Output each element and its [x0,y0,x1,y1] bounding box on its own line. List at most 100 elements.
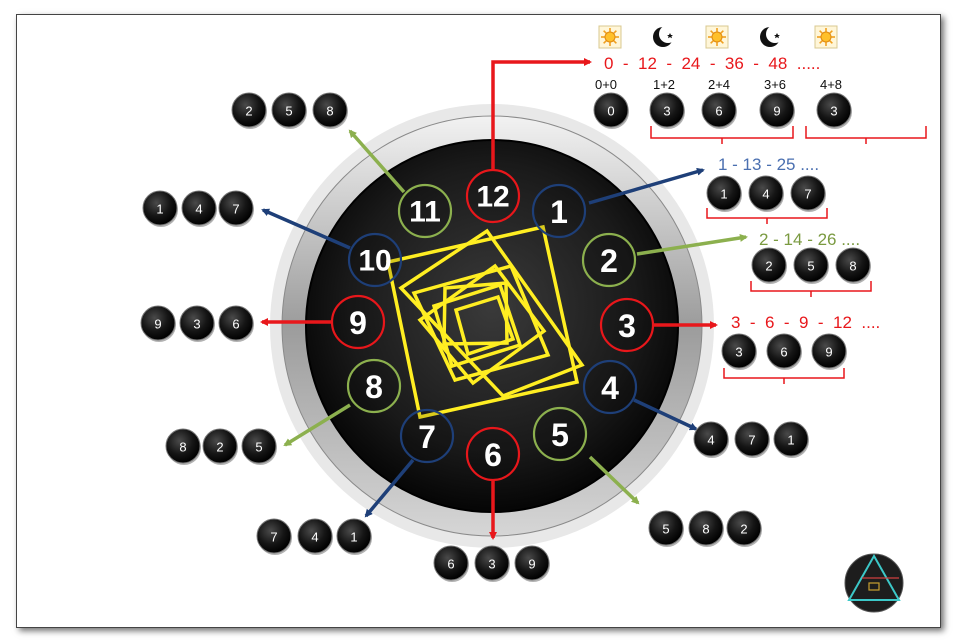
number-ball: 7 [256,518,292,555]
clock-number-12: 12 [465,168,521,224]
sequence-red-3: 3 - 6 - 9 - 12 .... [731,313,880,332]
number-ball: 8 [165,428,201,465]
ball-label: 5 [285,104,292,119]
sum-label: 2+4 [708,77,730,92]
arrow-11 [348,129,406,194]
sequence-red-12: 0 - 12 - 24 - 36 - 48 ..... [604,54,820,73]
sun-icon [598,25,622,49]
number-ball: 3 [474,545,510,582]
clock-number-label: 11 [409,196,441,229]
ball-label: 1 [787,433,794,448]
ball-label: 3 [488,557,495,572]
bracket-3 [706,208,828,224]
number-ball: 3 [179,305,215,342]
sum-label: 1+2 [653,77,675,92]
ball-label: 2 [765,259,772,274]
ball-label: 9 [528,557,535,572]
yellow-spiral-squares [385,224,585,420]
bracket-4 [750,281,872,297]
sequences: 0 - 12 - 24 - 36 - 48 ..... 1 - 13 - 25 … [604,54,880,332]
number-ball: 9 [811,333,847,370]
bracket-2 [805,126,927,144]
ball-group-3: 3 6 9 [721,333,847,370]
number-ball: 4 [297,518,333,555]
spiral-square-4 [417,263,547,386]
number-ball: 5 [648,510,684,547]
ball-label: 6 [780,345,787,360]
ball-label: 9 [773,104,780,119]
sun-icon [814,25,838,49]
clock-number-label: 12 [476,181,509,214]
clock-number-6: 6 [465,426,521,482]
ball-group-1: 1 4 7 [706,175,826,212]
arrow-5 [588,455,640,505]
arrow-10 [261,208,351,250]
number-ball: 2 [751,247,787,284]
clock-number-5: 5 [532,406,588,462]
clock-number-9: 9 [330,294,386,350]
number-ball: 6 [218,305,254,342]
clock-number-4: 4 [582,359,638,415]
corner-logo [844,553,904,613]
clock-number-label: 1 [550,194,568,230]
ball-label: 5 [807,259,814,274]
number-ball: 4 [748,175,784,212]
clock-number-1: 1 [531,183,587,239]
clock-number-label: 3 [618,308,636,344]
number-ball: 0 [593,92,629,129]
clock-number-label: 8 [365,369,383,405]
ball-label: 3 [830,104,837,119]
number-ball: 6 [701,92,737,129]
number-ball: 7 [790,175,826,212]
ball-label: 3 [735,345,742,360]
number-ball: 5 [241,428,277,465]
bracket-5 [723,368,845,384]
number-ball: 1 [336,518,372,555]
ball-label: 1 [720,187,727,202]
number-ball: 2 [726,510,762,547]
arrow-8 [283,403,351,447]
sequence-blue-1: 1 - 13 - 25 .... [718,155,819,174]
number-ball: 9 [140,305,176,342]
spiral-square-6 [442,281,509,346]
number-ball: 9 [759,92,795,129]
spiral-square-3 [411,263,551,383]
number-ball: 7 [734,421,770,458]
clock-number-label: 5 [551,417,569,453]
arrow-12 [491,58,592,170]
ball-label: 4 [195,202,202,217]
ball-label: 7 [804,187,811,202]
bracket-1 [650,126,794,144]
ball-label: 7 [232,202,239,217]
spiral-square-7 [453,294,516,357]
number-ball: 2 [231,92,267,129]
ball-label: 1 [350,530,357,545]
clock-number-2: 2 [581,232,637,288]
spiral-square-5 [431,282,523,369]
clock-number-3: 3 [599,297,655,353]
number-ball: 8 [312,92,348,129]
ball-label: 2 [740,522,747,537]
ball-label: 6 [715,104,722,119]
clock-number-11: 11 [397,183,453,239]
number-ball: 5 [271,92,307,129]
arrows [260,58,748,540]
ball-label: 9 [154,317,161,332]
clock-dial [270,104,714,548]
number-ball: 9 [514,545,550,582]
arrow-2 [636,233,748,256]
number-ball: 6 [766,333,802,370]
moon-icon [653,25,677,47]
ball-label: 0 [607,104,614,119]
